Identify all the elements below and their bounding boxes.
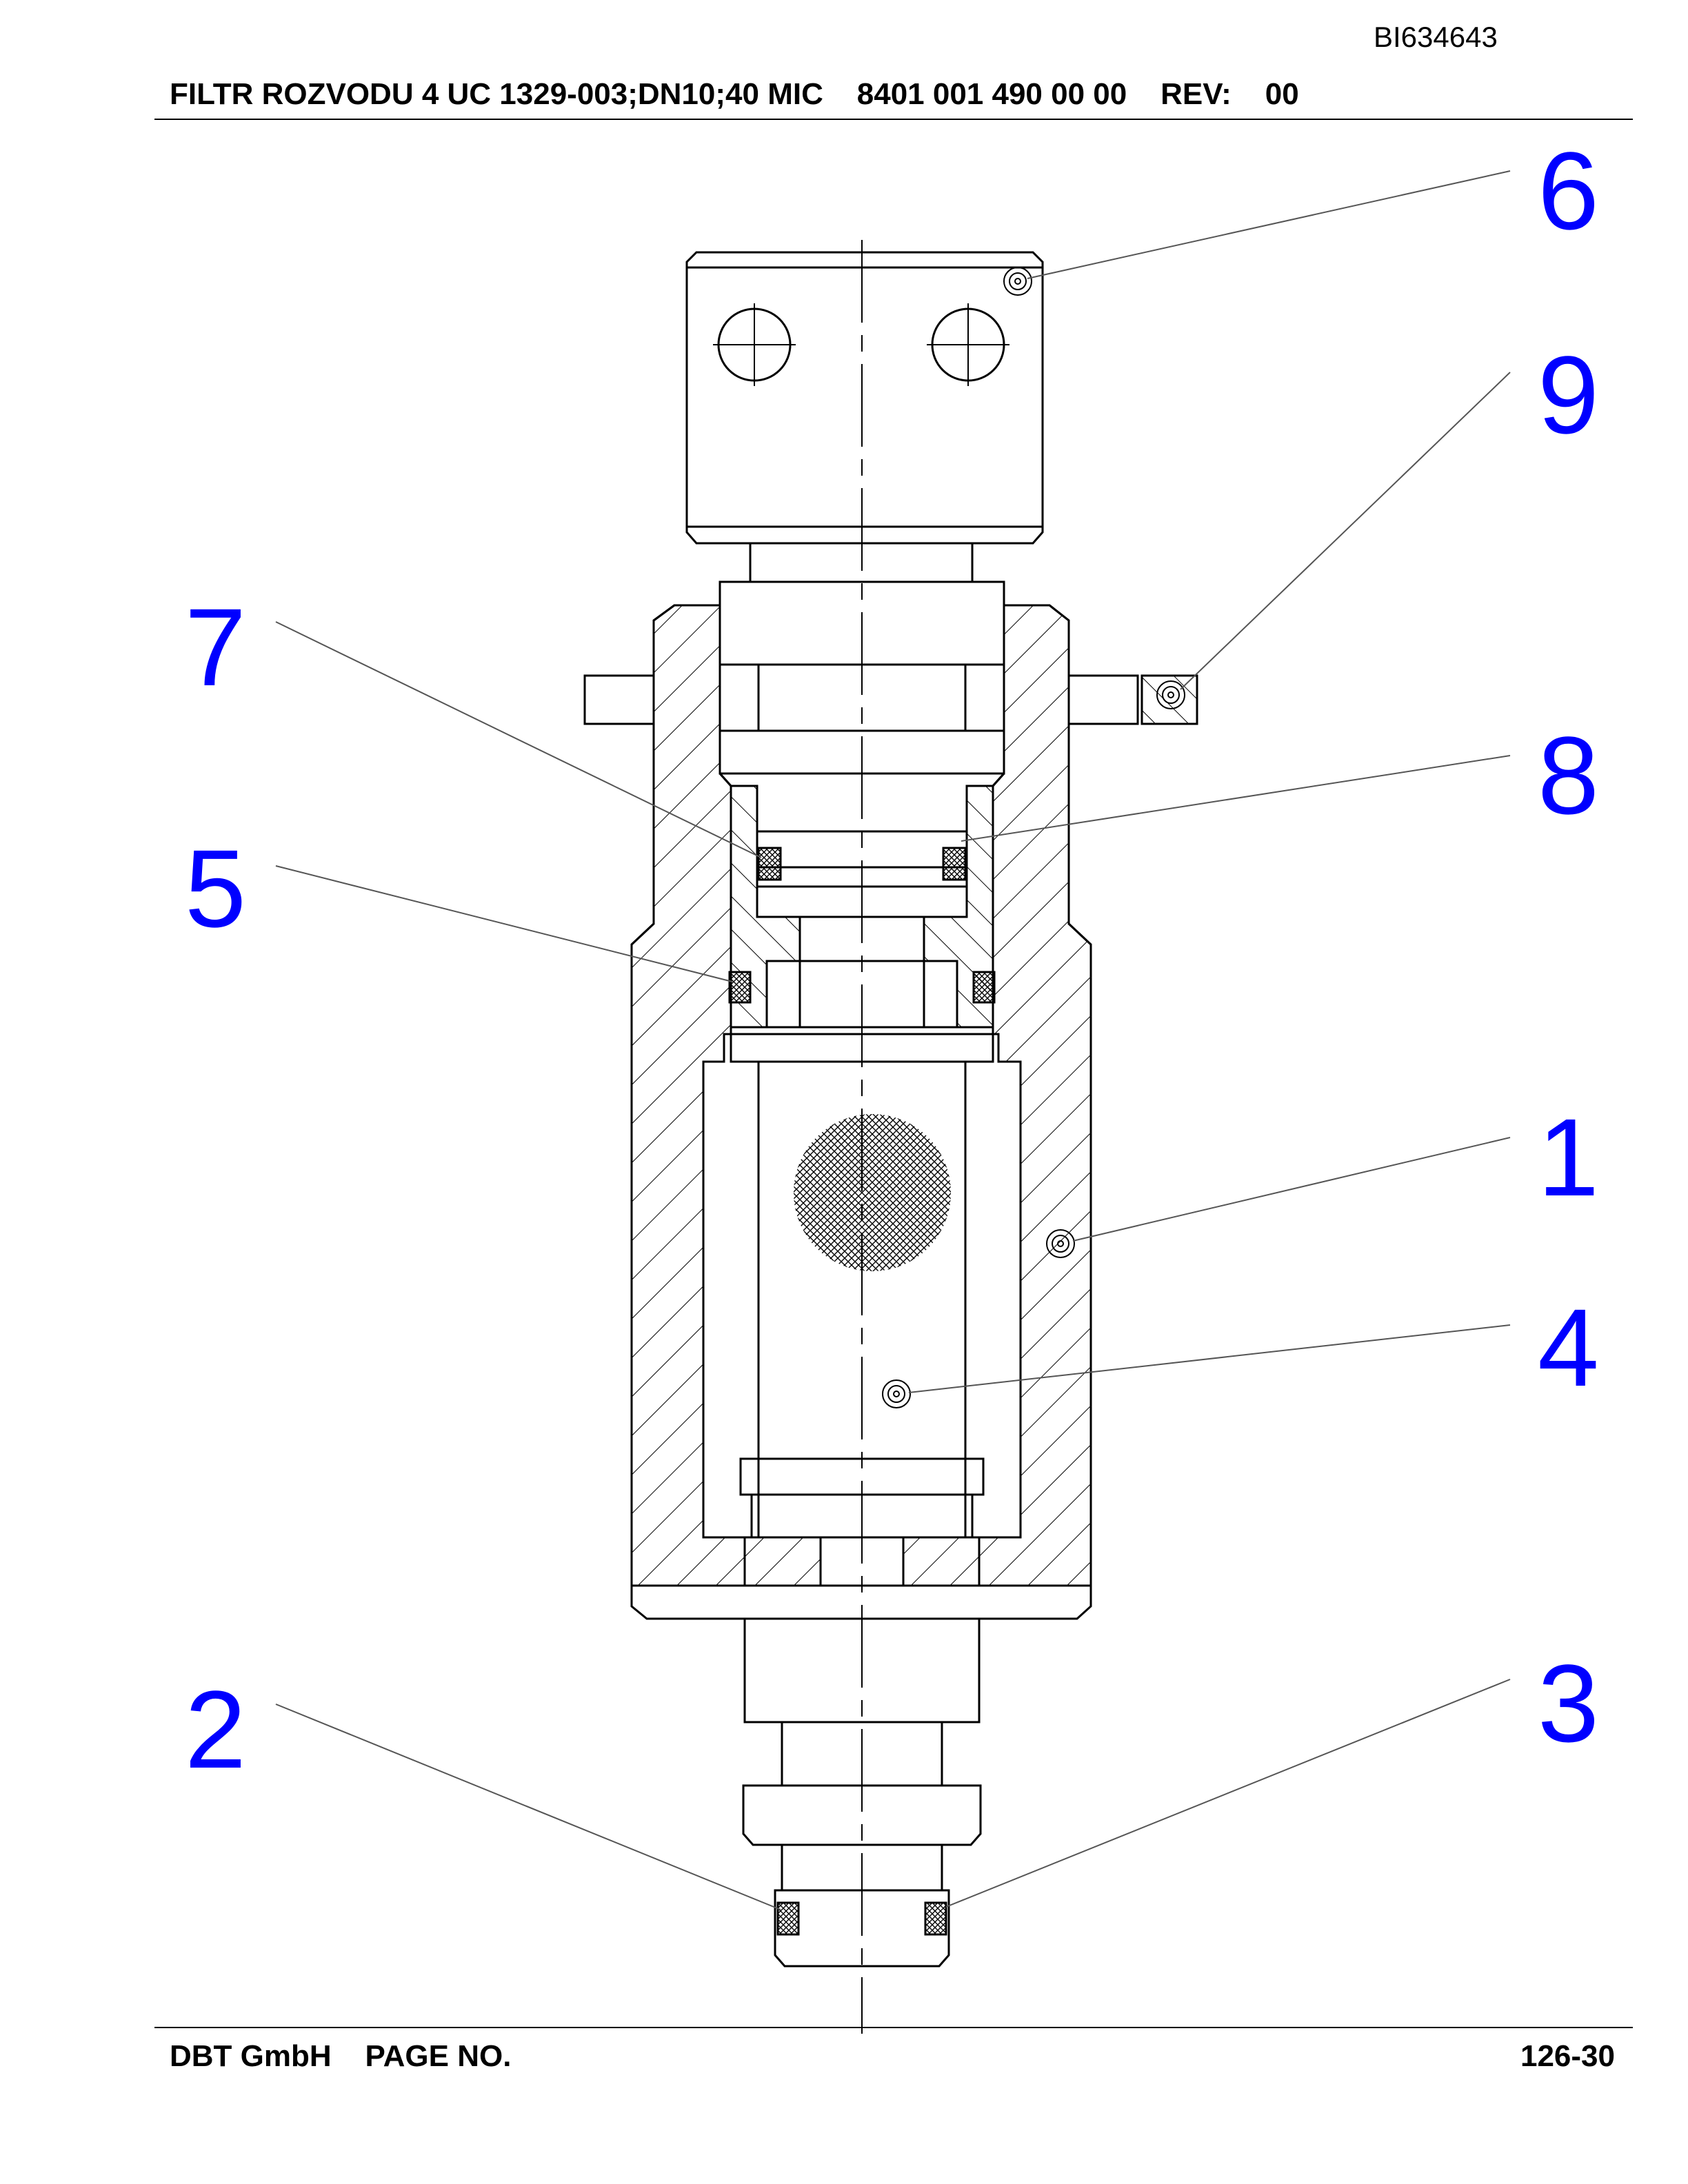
seal-5 — [728, 971, 752, 1004]
drawing-title: FILTR ROZVODU 4 UC 1329-003;DN10;40 MIC … — [170, 77, 1299, 111]
callout-5: 5 — [185, 827, 246, 950]
callout-4: 4 — [1538, 1286, 1599, 1409]
housing-left-wall — [630, 604, 746, 1587]
footer-company-label: DBT GmbH PAGE NO. — [170, 2039, 512, 2073]
callout-3: 3 — [1538, 1641, 1599, 1765]
head-block — [685, 251, 1044, 545]
callout-1: 1 — [1538, 1095, 1599, 1219]
left-pin — [583, 674, 655, 725]
callout-6: 6 — [1538, 129, 1599, 252]
bottom-stem — [742, 1617, 982, 1968]
footer-rule — [154, 2027, 1633, 2028]
header-rule — [154, 119, 1633, 120]
right-pin-hatched — [1141, 674, 1198, 725]
seal-8 — [942, 847, 967, 881]
part-markers — [882, 267, 1185, 1408]
housing-right-wall — [978, 604, 1092, 1587]
callout-7: 7 — [185, 585, 246, 709]
callouts: 6 9 7 8 5 1 4 2 3 — [185, 129, 1599, 1791]
seal-7 — [757, 847, 782, 881]
leader-lines — [275, 170, 1511, 1910]
callout-2: 2 — [185, 1668, 246, 1791]
callout-9: 9 — [1538, 333, 1599, 456]
right-pin — [1067, 674, 1139, 725]
document-id: BI634643 — [1374, 21, 1498, 53]
page-number: 126-30 — [1520, 2039, 1615, 2073]
seal-2 — [776, 1901, 800, 1936]
filter-mesh — [794, 1114, 951, 1271]
seal-5-right — [972, 971, 996, 1004]
seal-3 — [924, 1901, 947, 1936]
callout-8: 8 — [1538, 714, 1599, 837]
